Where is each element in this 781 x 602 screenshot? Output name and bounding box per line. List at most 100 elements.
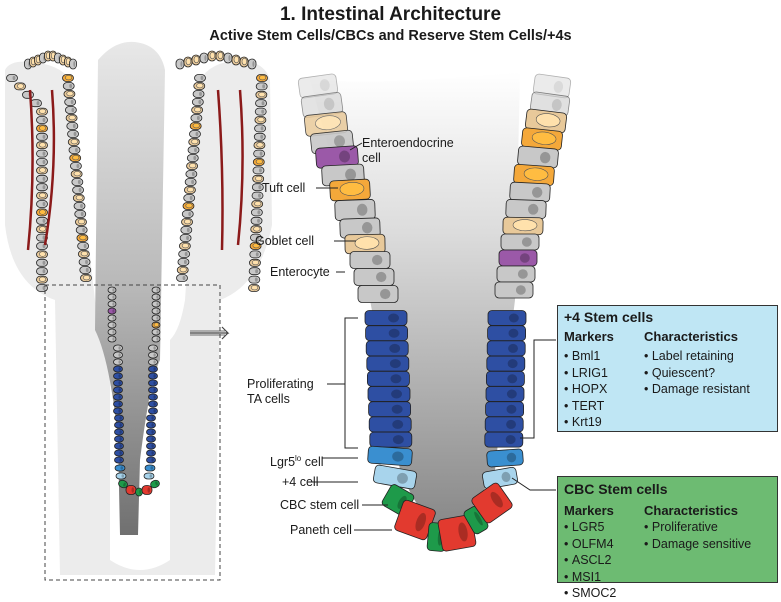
label-paneth-cell: Paneth cell: [290, 523, 352, 537]
enterocyte-cell: [69, 58, 77, 70]
enterocyte-cell: [189, 130, 201, 138]
ta-cell: [368, 401, 412, 418]
ta-cell: [113, 372, 123, 380]
enterocyte-cell: [68, 146, 81, 154]
goblet-cell: [191, 54, 201, 66]
blood-vessel: [216, 89, 224, 251]
tuft-cell: [521, 127, 563, 151]
goblet-cell: [249, 258, 261, 267]
enterocyte-cell: [78, 258, 91, 266]
cbc-marker: OLFM4: [564, 536, 616, 553]
figure-subtitle: Active Stem Cells/CBCs and Reserve Stem …: [209, 28, 572, 44]
enterocyte-cell: [184, 178, 197, 186]
enterocyte-cell: [36, 158, 48, 166]
paneth-cell: [471, 482, 513, 524]
enterocyte-cell: [250, 208, 263, 217]
goblet-cell: [250, 225, 263, 234]
plus4-characteristic: Damage resistant: [644, 381, 750, 398]
ta-cell: [146, 421, 156, 429]
goblet-cell: [191, 106, 204, 114]
label-enteroendocrine-line1: Enteroendocrine: [362, 136, 454, 150]
label-lgr5lo-cell: Lgr5lo cell: [270, 454, 324, 470]
enterocyte-cell: [500, 233, 540, 251]
crypt-epithelium: [297, 73, 572, 552]
enterocyte-cell: [107, 335, 117, 343]
cbc-characteristic: Damage sensitive: [644, 536, 751, 553]
goblet-cell: [70, 170, 83, 178]
goblet-cell: [178, 242, 191, 250]
enterocyte-cell: [113, 351, 123, 359]
overview-panel: [5, 41, 272, 581]
ta-cell: [485, 370, 525, 387]
enterocyte-cell: [70, 162, 82, 170]
ta-cell: [148, 365, 158, 373]
blood-vessel: [43, 89, 56, 246]
plus4-characteristics-list: Label retaining Quiescent? Damage resist…: [644, 348, 750, 398]
enterocyte-cell: [107, 314, 117, 322]
goblet-cell: [176, 266, 189, 274]
zoom-arrow: [190, 326, 230, 340]
cbc-box-heading: CBC Stem cells: [564, 481, 668, 497]
goblet-cell: [524, 108, 568, 134]
tuft-cell: [329, 178, 371, 202]
enterocyte-cell: [190, 114, 203, 122]
enteroendocrine-cell: [107, 307, 117, 315]
enterocyte-cell: [339, 217, 381, 239]
enterocyte-cell: [36, 149, 48, 158]
ta-cell: [365, 325, 409, 342]
enterocyte-cell: [248, 275, 261, 284]
enterocyte-cell: [6, 74, 18, 82]
enterocyte-cell: [505, 199, 547, 219]
ta-cell: [486, 355, 526, 372]
crypt-villus-illustration: [5, 41, 572, 581]
ta-cell: [148, 372, 158, 380]
enterocyte-cell: [67, 130, 79, 138]
goblet-cell: [239, 56, 249, 68]
enterocyte-cell: [185, 170, 198, 178]
ta-cell: [366, 355, 410, 372]
enterocyte-cell: [251, 183, 264, 192]
ta-cell: [148, 393, 158, 401]
label-proliferating-line2: TA cells: [247, 392, 290, 406]
ta-cell: [114, 428, 124, 436]
enterocyte-cell: [79, 266, 92, 274]
crypt-detail: [297, 72, 572, 552]
label-tuft-cell: Tuft cell: [262, 181, 306, 195]
goblet-cell: [67, 138, 80, 146]
enterocyte-cell: [107, 321, 117, 329]
enterocyte-cell: [36, 267, 48, 276]
goblet-cell: [75, 218, 87, 226]
ta-cell: [148, 400, 158, 408]
enterocyte-cell: [191, 98, 204, 106]
plus4-marker: LRIG1: [564, 365, 608, 382]
enterocyte-cell: [353, 268, 395, 286]
tuft-cell: [36, 208, 48, 217]
ta-cell: [148, 379, 158, 387]
enterocyte-cell: [107, 328, 117, 336]
enterocyte-cell: [255, 99, 267, 108]
enterocyte-cell: [177, 258, 190, 266]
enterocyte-cell: [151, 328, 161, 336]
enterocyte-cell: [36, 132, 48, 141]
ta-cell: [487, 325, 527, 342]
ta-cell: [113, 393, 123, 401]
cbc-marker: LGR5: [564, 519, 616, 536]
goblet-cell: [253, 141, 266, 150]
goblet-cell: [207, 50, 217, 62]
enterocyte-cell: [107, 286, 117, 294]
enterocyte-cell: [151, 335, 161, 343]
plus4-characteristic: Quiescent?: [644, 365, 750, 382]
enterocyte-cell: [179, 234, 192, 242]
goblet-cell: [251, 200, 264, 208]
enterocyte-cell: [72, 186, 84, 194]
goblet-cell: [502, 216, 544, 236]
enterocyte-cell: [151, 314, 161, 322]
enterocyte-cell: [151, 300, 161, 308]
ta-cell: [367, 386, 411, 402]
tuft-cell: [256, 74, 268, 82]
goblet-cell: [36, 166, 48, 175]
label-proliferating-line1: Proliferating: [247, 377, 314, 391]
enterocyte-cell: [223, 52, 233, 64]
enterocyte-cell: [107, 300, 117, 308]
plus4-cell: [115, 472, 127, 480]
